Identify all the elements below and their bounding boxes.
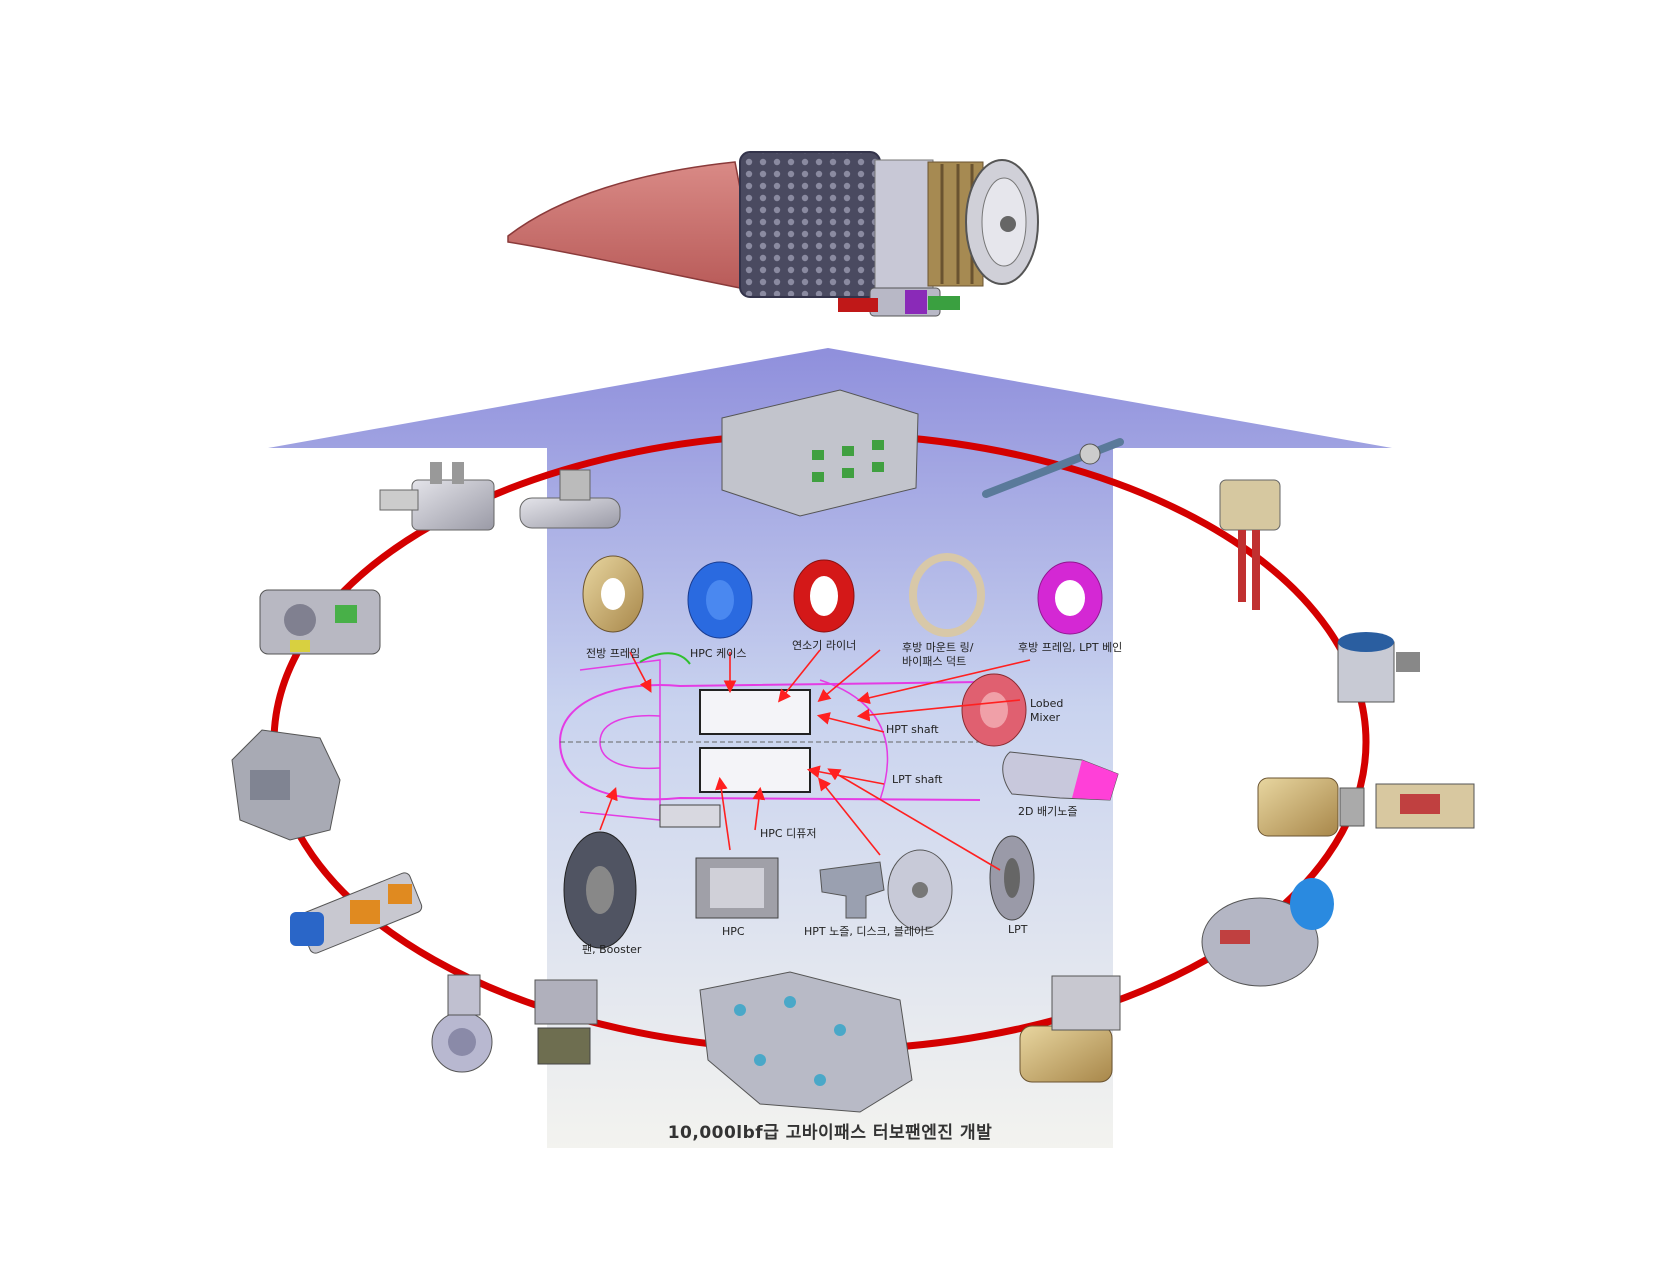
inner-parts-bottom xyxy=(563,831,1035,949)
label-mixer: Mixer xyxy=(1030,711,1061,724)
engine-render xyxy=(507,151,1039,317)
label-fan-booster: 팬, Booster xyxy=(582,943,642,956)
diagram-caption: 10,000lbf급 고바이패스 터보팬엔진 개발 xyxy=(667,1123,993,1143)
label-hpt-shaft: HPT shaft xyxy=(886,723,939,736)
mixer-and-nozzle xyxy=(961,673,1119,801)
label-rear-frame-lpt-vane: 후방 프레임, LPT 베인 xyxy=(1018,641,1123,654)
label-front-frame: 전방 프레임 xyxy=(586,647,641,660)
label-hpc-case: HPC 케이스 xyxy=(690,647,747,660)
label-rear-mount-ring: 후방 마운트 링/ xyxy=(902,641,974,654)
label-lpt-shaft: LPT shaft xyxy=(892,773,943,786)
label-hpc-diffuser: HPC 디퓨저 xyxy=(760,827,817,840)
label-hpc: HPC xyxy=(722,925,745,938)
label-hpt-parts: HPT 노즐, 디스크, 블레이드 xyxy=(804,925,935,938)
development-arrow xyxy=(268,348,1392,1148)
label-bypass-duct: 바이패스 덕트 xyxy=(902,655,967,668)
callout-lines xyxy=(599,649,1031,871)
label-combustor-liner: 연소기 라이너 xyxy=(792,639,857,652)
inner-parts-top xyxy=(582,553,1103,639)
label-lobed: Lobed xyxy=(1030,697,1064,710)
label-lpt: LPT xyxy=(1008,923,1028,936)
label-2d-nozzle: 2D 배기노즐 xyxy=(1018,805,1078,818)
ring-components xyxy=(231,389,1475,1113)
